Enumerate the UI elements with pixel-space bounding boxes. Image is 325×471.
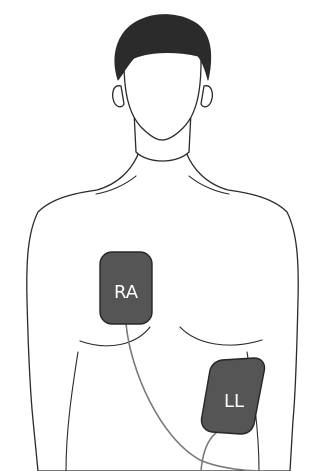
left-ear xyxy=(113,86,124,107)
ra-electrode[interactable]: RA xyxy=(100,252,152,324)
right-ear xyxy=(201,86,212,107)
ll-electrode-label: LL xyxy=(224,391,244,412)
ra-electrode-label: RA xyxy=(114,282,139,303)
